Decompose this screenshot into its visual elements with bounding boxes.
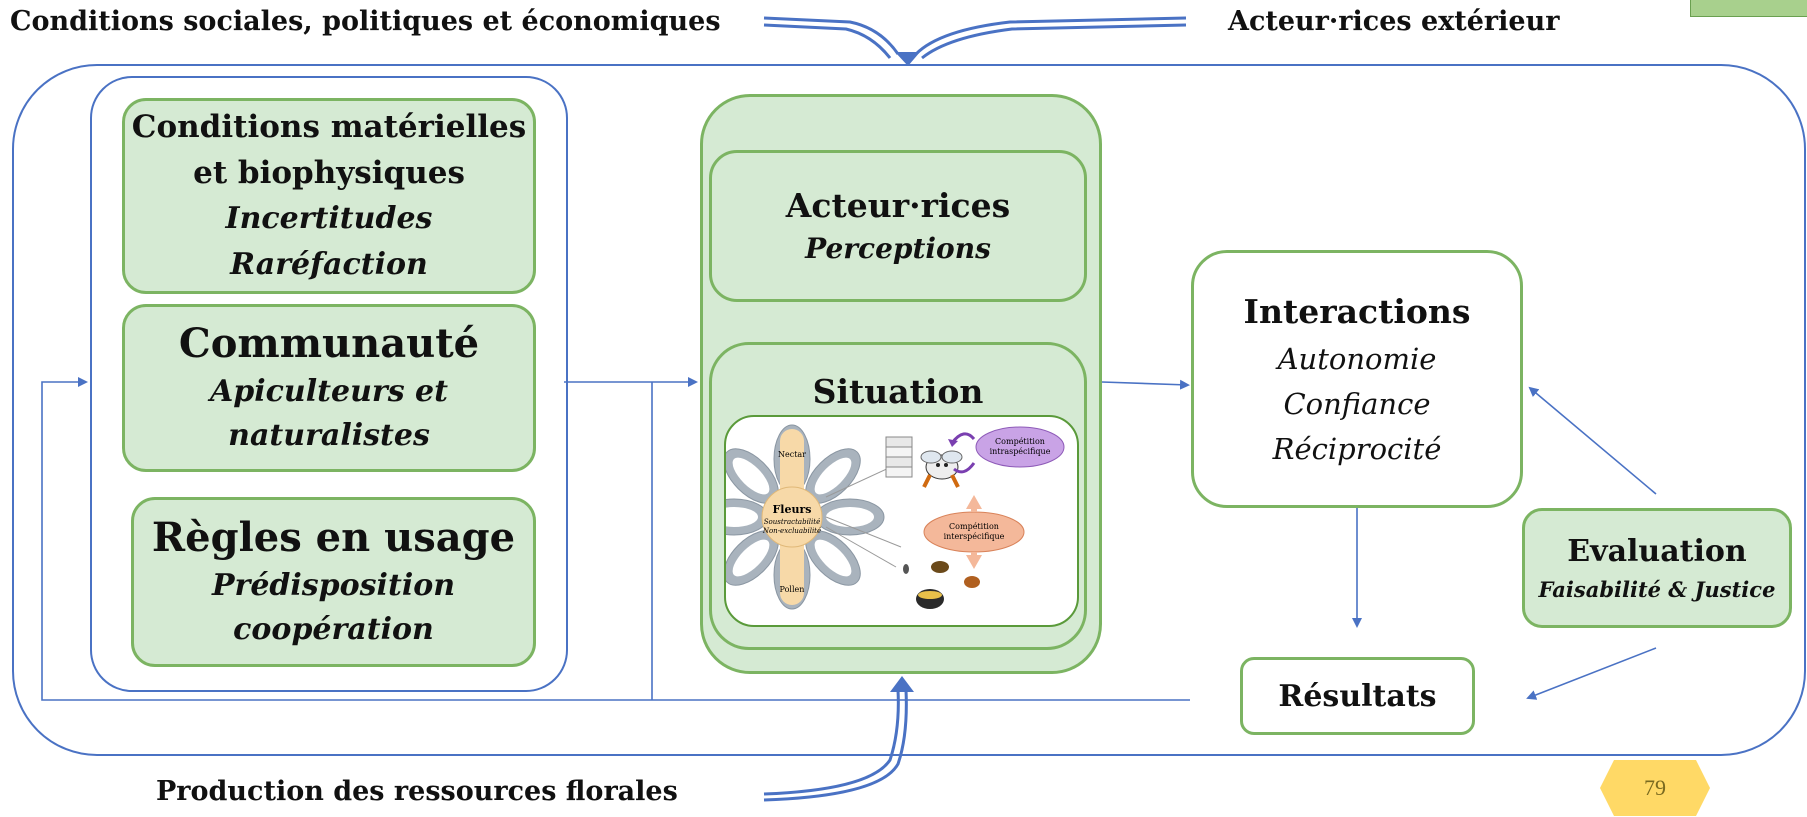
corner-tab xyxy=(1690,0,1807,17)
evaluation-title: Evaluation xyxy=(1567,534,1747,569)
material-title-line1: Conditions matérielles xyxy=(131,109,527,145)
material-sub2: Raréfaction xyxy=(230,247,428,282)
flower-petals xyxy=(726,424,885,610)
interactions-title: Interactions xyxy=(1243,291,1471,331)
honeybee-icon xyxy=(920,450,963,488)
actors-box: Acteur·rices Perceptions xyxy=(709,150,1087,302)
soustractabilite-label: Soustractabilité xyxy=(764,518,821,526)
fleurs-label: Fleurs xyxy=(773,503,812,516)
community-title: Communauté xyxy=(178,320,480,367)
pollen-label: Pollen xyxy=(780,585,805,594)
context-frame xyxy=(90,76,568,692)
outer-frame xyxy=(12,64,1806,756)
rules-title: Règles en usage xyxy=(151,514,516,561)
page-number: 79 xyxy=(1644,775,1666,800)
community-sub2: naturalistes xyxy=(228,418,430,453)
results-box: Résultats xyxy=(1240,657,1475,735)
inter-line1: Compétition xyxy=(949,522,999,531)
material-conditions-box: Conditions matérielles et biophysiques I… xyxy=(122,98,536,294)
material-sub1: Incertitudes xyxy=(225,201,433,236)
rules-sub1: Prédisposition xyxy=(211,568,456,603)
evaluation-sub: Faisabilité & Justice xyxy=(1538,577,1776,602)
interactions-item-0: Autonomie xyxy=(1277,341,1437,376)
situation-title: Situation xyxy=(812,372,984,411)
rules-sub2: coopération xyxy=(233,612,434,647)
intra-line1: Compétition xyxy=(995,437,1045,446)
wild-bee-icon xyxy=(903,561,980,609)
intra-line2: intraspécifique xyxy=(990,447,1051,456)
top-left-label: Conditions sociales, politiques et écono… xyxy=(10,6,721,37)
bottom-label: Production des ressources florales xyxy=(156,776,678,807)
material-title-line2: et biophysiques xyxy=(193,155,465,191)
non-excluabilite-label: Non-excluabilité xyxy=(762,527,821,535)
actors-sub: Perceptions xyxy=(805,232,991,265)
nectar-label: Nectar xyxy=(778,450,806,459)
interactions-item-2: Réciprocité xyxy=(1272,431,1442,466)
evaluation-box: Evaluation Faisabilité & Justice xyxy=(1522,508,1792,628)
beehive-icon xyxy=(885,436,913,478)
page-number-badge: 79 xyxy=(1600,760,1710,816)
community-sub1: Apiculteurs et xyxy=(210,374,448,409)
inter-line2: interspécifique xyxy=(944,532,1005,541)
community-box: Communauté Apiculteurs et naturalistes xyxy=(122,304,536,472)
rules-box: Règles en usage Prédisposition coopérati… xyxy=(131,497,536,667)
interactions-item-1: Confiance xyxy=(1283,386,1431,421)
interactions-box: Interactions Autonomie Confiance Récipro… xyxy=(1191,250,1523,508)
actors-title: Acteur·rices xyxy=(785,186,1011,225)
results-title: Résultats xyxy=(1278,678,1437,714)
flower-figure: Nectar Pollen Fleurs Soustractabilité No… xyxy=(724,415,1079,627)
top-right-label: Acteur·rices extérieur xyxy=(1228,6,1560,37)
